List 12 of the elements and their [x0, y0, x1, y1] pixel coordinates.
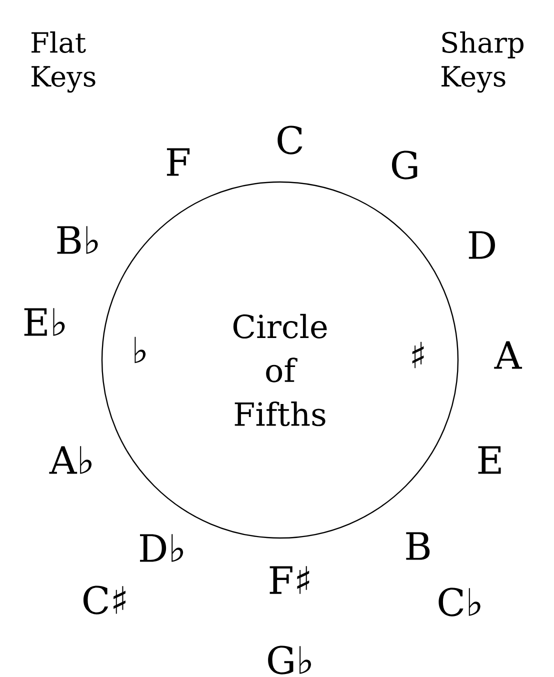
key-label: A [494, 341, 522, 369]
heading-label: Sharp Keys [442, 31, 524, 93]
accidental-symbol: ♯ [412, 342, 424, 368]
key-label: C♯ [83, 586, 126, 614]
key-label: C♭ [438, 588, 480, 616]
accidental-symbol: ♭ [134, 336, 146, 364]
key-label: G♭ [268, 646, 312, 674]
heading-label: Flat Keys [32, 31, 96, 93]
key-label: D♭ [140, 534, 184, 562]
key-label: E♭ [24, 308, 65, 336]
circle-title: Circle of Fifths [233, 314, 327, 426]
key-label: B [406, 532, 430, 560]
